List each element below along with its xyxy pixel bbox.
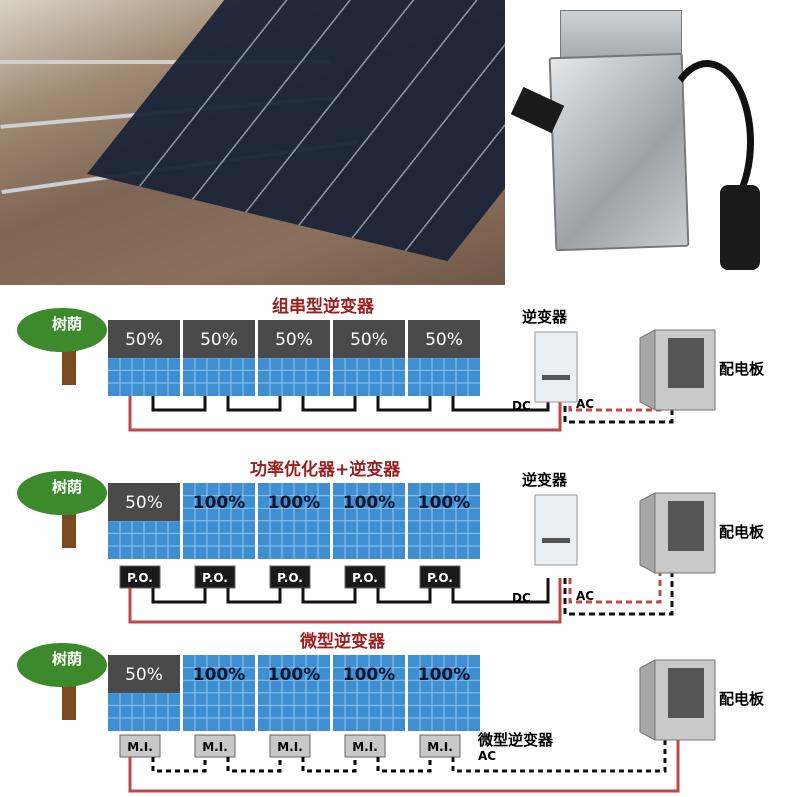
panel-shade	[333, 320, 405, 358]
string-wire	[151, 396, 207, 412]
panel-output-percent: 50%	[275, 330, 313, 350]
panel-output-percent: 100%	[193, 665, 246, 685]
distribution-board-label: 配电板	[719, 360, 765, 378]
section-title: 微型逆变器	[300, 632, 385, 652]
shade-label: 树荫	[52, 650, 83, 668]
return-wire	[128, 386, 562, 432]
panel-output-percent: 100%	[193, 493, 246, 513]
microinverter	[194, 734, 236, 758]
tree-icon	[17, 308, 107, 352]
device-label: M.I.	[202, 740, 228, 754]
panel-output-percent: 100%	[343, 493, 396, 513]
power-optimizer	[344, 565, 386, 589]
string-wire	[151, 757, 207, 773]
tree-icon	[17, 643, 107, 687]
inverter-display	[542, 375, 570, 380]
breaker-panel	[668, 501, 704, 551]
panel-output-percent: 50%	[125, 493, 163, 513]
device-label: M.I.	[127, 740, 153, 754]
device-label: P.O.	[277, 571, 303, 585]
return-wire	[128, 578, 562, 624]
panel-shade	[183, 320, 255, 358]
microinverter	[269, 734, 311, 758]
ac-label: AC	[576, 589, 595, 603]
ac-wire	[563, 568, 674, 616]
shade-label: 树荫	[52, 478, 83, 496]
inverter-label: 逆变器	[522, 471, 568, 489]
power-optimizer	[194, 565, 236, 589]
breaker-panel	[668, 668, 704, 718]
breaker-panel	[668, 338, 704, 388]
board-door	[639, 492, 656, 574]
string-inverter	[534, 494, 578, 566]
microinverter	[119, 734, 161, 758]
ac-wire	[568, 568, 662, 604]
device-label: M.I.	[352, 740, 378, 754]
distribution-board-label: 配电板	[719, 690, 765, 708]
string-wire	[226, 396, 282, 412]
dc-label: DC	[512, 591, 531, 605]
distribution-board-label: 配电板	[719, 523, 765, 541]
microinverter-label: 微型逆变器	[478, 731, 554, 749]
panel-output-percent: 100%	[268, 493, 321, 513]
board-door	[639, 329, 656, 411]
string-wire	[376, 396, 432, 412]
shade-label: 树荫	[52, 315, 83, 333]
device-label: M.I.	[427, 740, 453, 754]
panel-output-percent: 50%	[200, 330, 238, 350]
panel-output-percent: 100%	[418, 665, 471, 685]
microinverter	[344, 734, 386, 758]
string-wire	[151, 588, 207, 604]
tree-icon	[17, 471, 107, 515]
device-label: P.O.	[202, 571, 228, 585]
device-label: M.I.	[277, 740, 303, 754]
section-title: 组串型逆变器	[272, 297, 374, 317]
board-door	[639, 659, 656, 741]
inverter-display	[542, 538, 570, 543]
panel-shade	[258, 320, 330, 358]
panel-output-percent: 100%	[268, 665, 321, 685]
panel-shade	[108, 655, 180, 693]
inverter-label: 逆变器	[522, 308, 568, 326]
device-label: P.O.	[127, 571, 153, 585]
roof-solar-photo	[0, 0, 633, 285]
ac-label: AC	[478, 749, 497, 763]
string-inverter	[534, 331, 578, 403]
ac-label: AC	[576, 397, 595, 411]
panel-output-percent: 50%	[125, 330, 163, 350]
cable	[660, 60, 754, 224]
microinverter	[419, 734, 461, 758]
panel-output-percent: 100%	[343, 665, 396, 685]
string-wire	[226, 757, 282, 773]
string-wire	[301, 588, 357, 604]
dc-label: DC	[512, 399, 531, 413]
panel-output-percent: 50%	[425, 330, 463, 350]
power-optimizer	[269, 565, 311, 589]
power-optimizer	[119, 565, 161, 589]
string-wire	[376, 757, 432, 773]
power-optimizer	[419, 565, 461, 589]
output-wire	[451, 578, 550, 604]
panel-shade	[108, 483, 180, 521]
panel-output-percent: 50%	[350, 330, 388, 350]
section-title: 功率优化器+逆变器	[250, 460, 401, 480]
string-wire	[301, 396, 357, 412]
string-wire	[301, 757, 357, 773]
string-wire	[376, 588, 432, 604]
string-wire	[226, 588, 282, 604]
panel-output-percent: 50%	[125, 665, 163, 685]
device-label: P.O.	[427, 571, 453, 585]
panel-shade	[408, 320, 480, 358]
panel-shade	[108, 320, 180, 358]
device-label: P.O.	[352, 571, 378, 585]
output-wire	[451, 685, 667, 773]
ac-connector	[720, 185, 760, 270]
panel-output-percent: 100%	[418, 493, 471, 513]
